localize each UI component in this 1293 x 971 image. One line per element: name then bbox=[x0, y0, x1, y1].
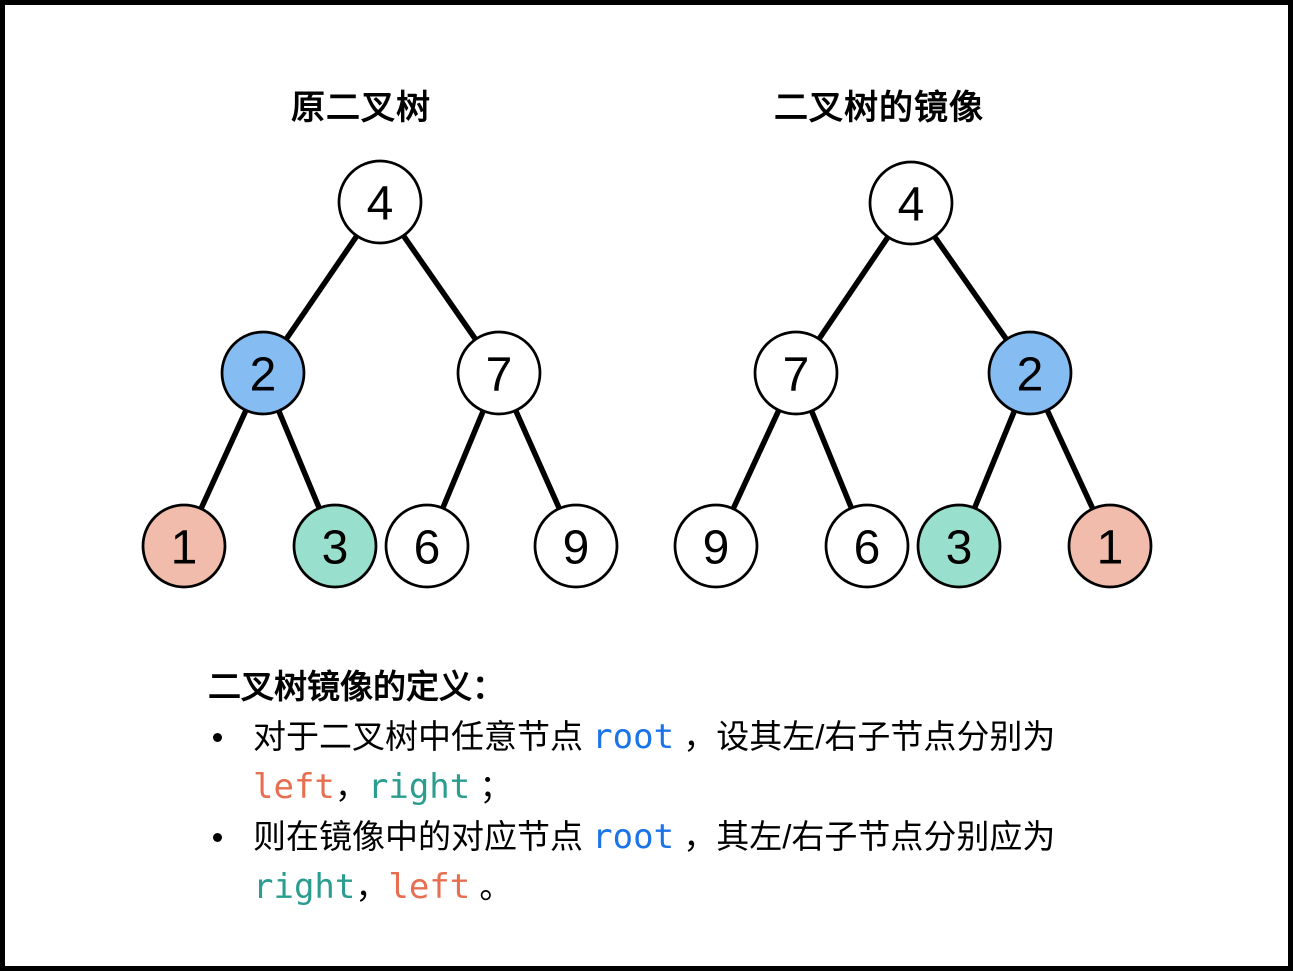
node-label: 7 bbox=[783, 348, 810, 401]
original-tree-node-6: 6 bbox=[384, 503, 470, 589]
node-circle bbox=[753, 330, 839, 416]
node-label: 4 bbox=[367, 177, 394, 230]
node-circle bbox=[220, 330, 306, 416]
node-label: 9 bbox=[563, 521, 590, 574]
mirror-tree-node-7: 7 bbox=[753, 330, 839, 416]
node-label: 3 bbox=[322, 521, 349, 574]
node-label: 1 bbox=[1097, 521, 1124, 574]
original-tree-title: 原二叉树 bbox=[291, 89, 431, 127]
code-token: root bbox=[592, 717, 675, 757]
code-token: root bbox=[592, 817, 675, 857]
mirror-tree-node-9: 9 bbox=[673, 503, 759, 589]
node-label: 1 bbox=[171, 521, 198, 574]
original-tree-node-1: 1 bbox=[141, 503, 227, 589]
definition-line: 则在镜像中的对应节点 root ，其左/右子节点分别应为 bbox=[253, 812, 1055, 862]
bullet-dot-icon bbox=[213, 833, 222, 842]
definition-line: left，right ； bbox=[253, 762, 1055, 812]
text-run: 则在镜像中的对应节点 bbox=[253, 818, 593, 855]
text-run: ，其左/右子节点分别应为 bbox=[674, 818, 1056, 855]
node-label: 2 bbox=[1017, 348, 1044, 401]
node-circle bbox=[673, 503, 759, 589]
text-run: 。 bbox=[470, 868, 513, 905]
node-circle bbox=[337, 159, 423, 245]
code-token: right bbox=[367, 767, 471, 807]
text-run: ，设其左/右子节点分别为 bbox=[674, 718, 1056, 755]
node-circle bbox=[824, 503, 910, 589]
definition-line: right，left 。 bbox=[253, 862, 1055, 912]
original-tree-node-4: 4 bbox=[337, 159, 423, 245]
code-token: left bbox=[388, 867, 471, 907]
text-run: 对于二叉树中任意节点 bbox=[253, 718, 593, 755]
node-circle bbox=[141, 503, 227, 589]
node-label: 6 bbox=[854, 521, 881, 574]
node-label: 9 bbox=[703, 521, 730, 574]
mirror-tree-node-6: 6 bbox=[824, 503, 910, 589]
code-token: left bbox=[253, 767, 335, 807]
text-run: ， bbox=[355, 868, 389, 905]
node-circle bbox=[456, 330, 542, 416]
node-circle bbox=[916, 503, 1002, 589]
original-tree-node-7: 7 bbox=[456, 330, 542, 416]
bullet-dot-icon bbox=[213, 733, 222, 742]
mirror-tree-node-2: 2 bbox=[987, 330, 1073, 416]
mirror-tree-node-3: 3 bbox=[916, 503, 1002, 589]
node-label: 7 bbox=[486, 348, 513, 401]
original-tree-node-3: 3 bbox=[292, 503, 378, 589]
mirror-tree-node-4: 4 bbox=[868, 160, 954, 246]
mirror-tree-title: 二叉树的镜像 bbox=[774, 89, 984, 127]
original-tree-node-9: 9 bbox=[533, 503, 619, 589]
text-run: ； bbox=[470, 768, 513, 805]
node-label: 4 bbox=[898, 178, 925, 231]
code-token: right bbox=[253, 867, 356, 907]
node-circle bbox=[533, 503, 619, 589]
node-circle bbox=[987, 330, 1073, 416]
node-label: 6 bbox=[414, 521, 441, 574]
node-circle bbox=[1067, 503, 1153, 589]
definition-line: 对于二叉树中任意节点 root ，设其左/右子节点分别为 bbox=[253, 712, 1055, 762]
mirror-tree-node-1: 1 bbox=[1067, 503, 1153, 589]
definition-heading: 二叉树镜像的定义： bbox=[208, 668, 505, 705]
node-label: 2 bbox=[250, 348, 277, 401]
node-circle bbox=[292, 503, 378, 589]
node-label: 3 bbox=[946, 521, 973, 574]
original-tree-node-2: 2 bbox=[220, 330, 306, 416]
text-run: ， bbox=[334, 768, 368, 805]
node-circle bbox=[868, 160, 954, 246]
node-circle bbox=[384, 503, 470, 589]
